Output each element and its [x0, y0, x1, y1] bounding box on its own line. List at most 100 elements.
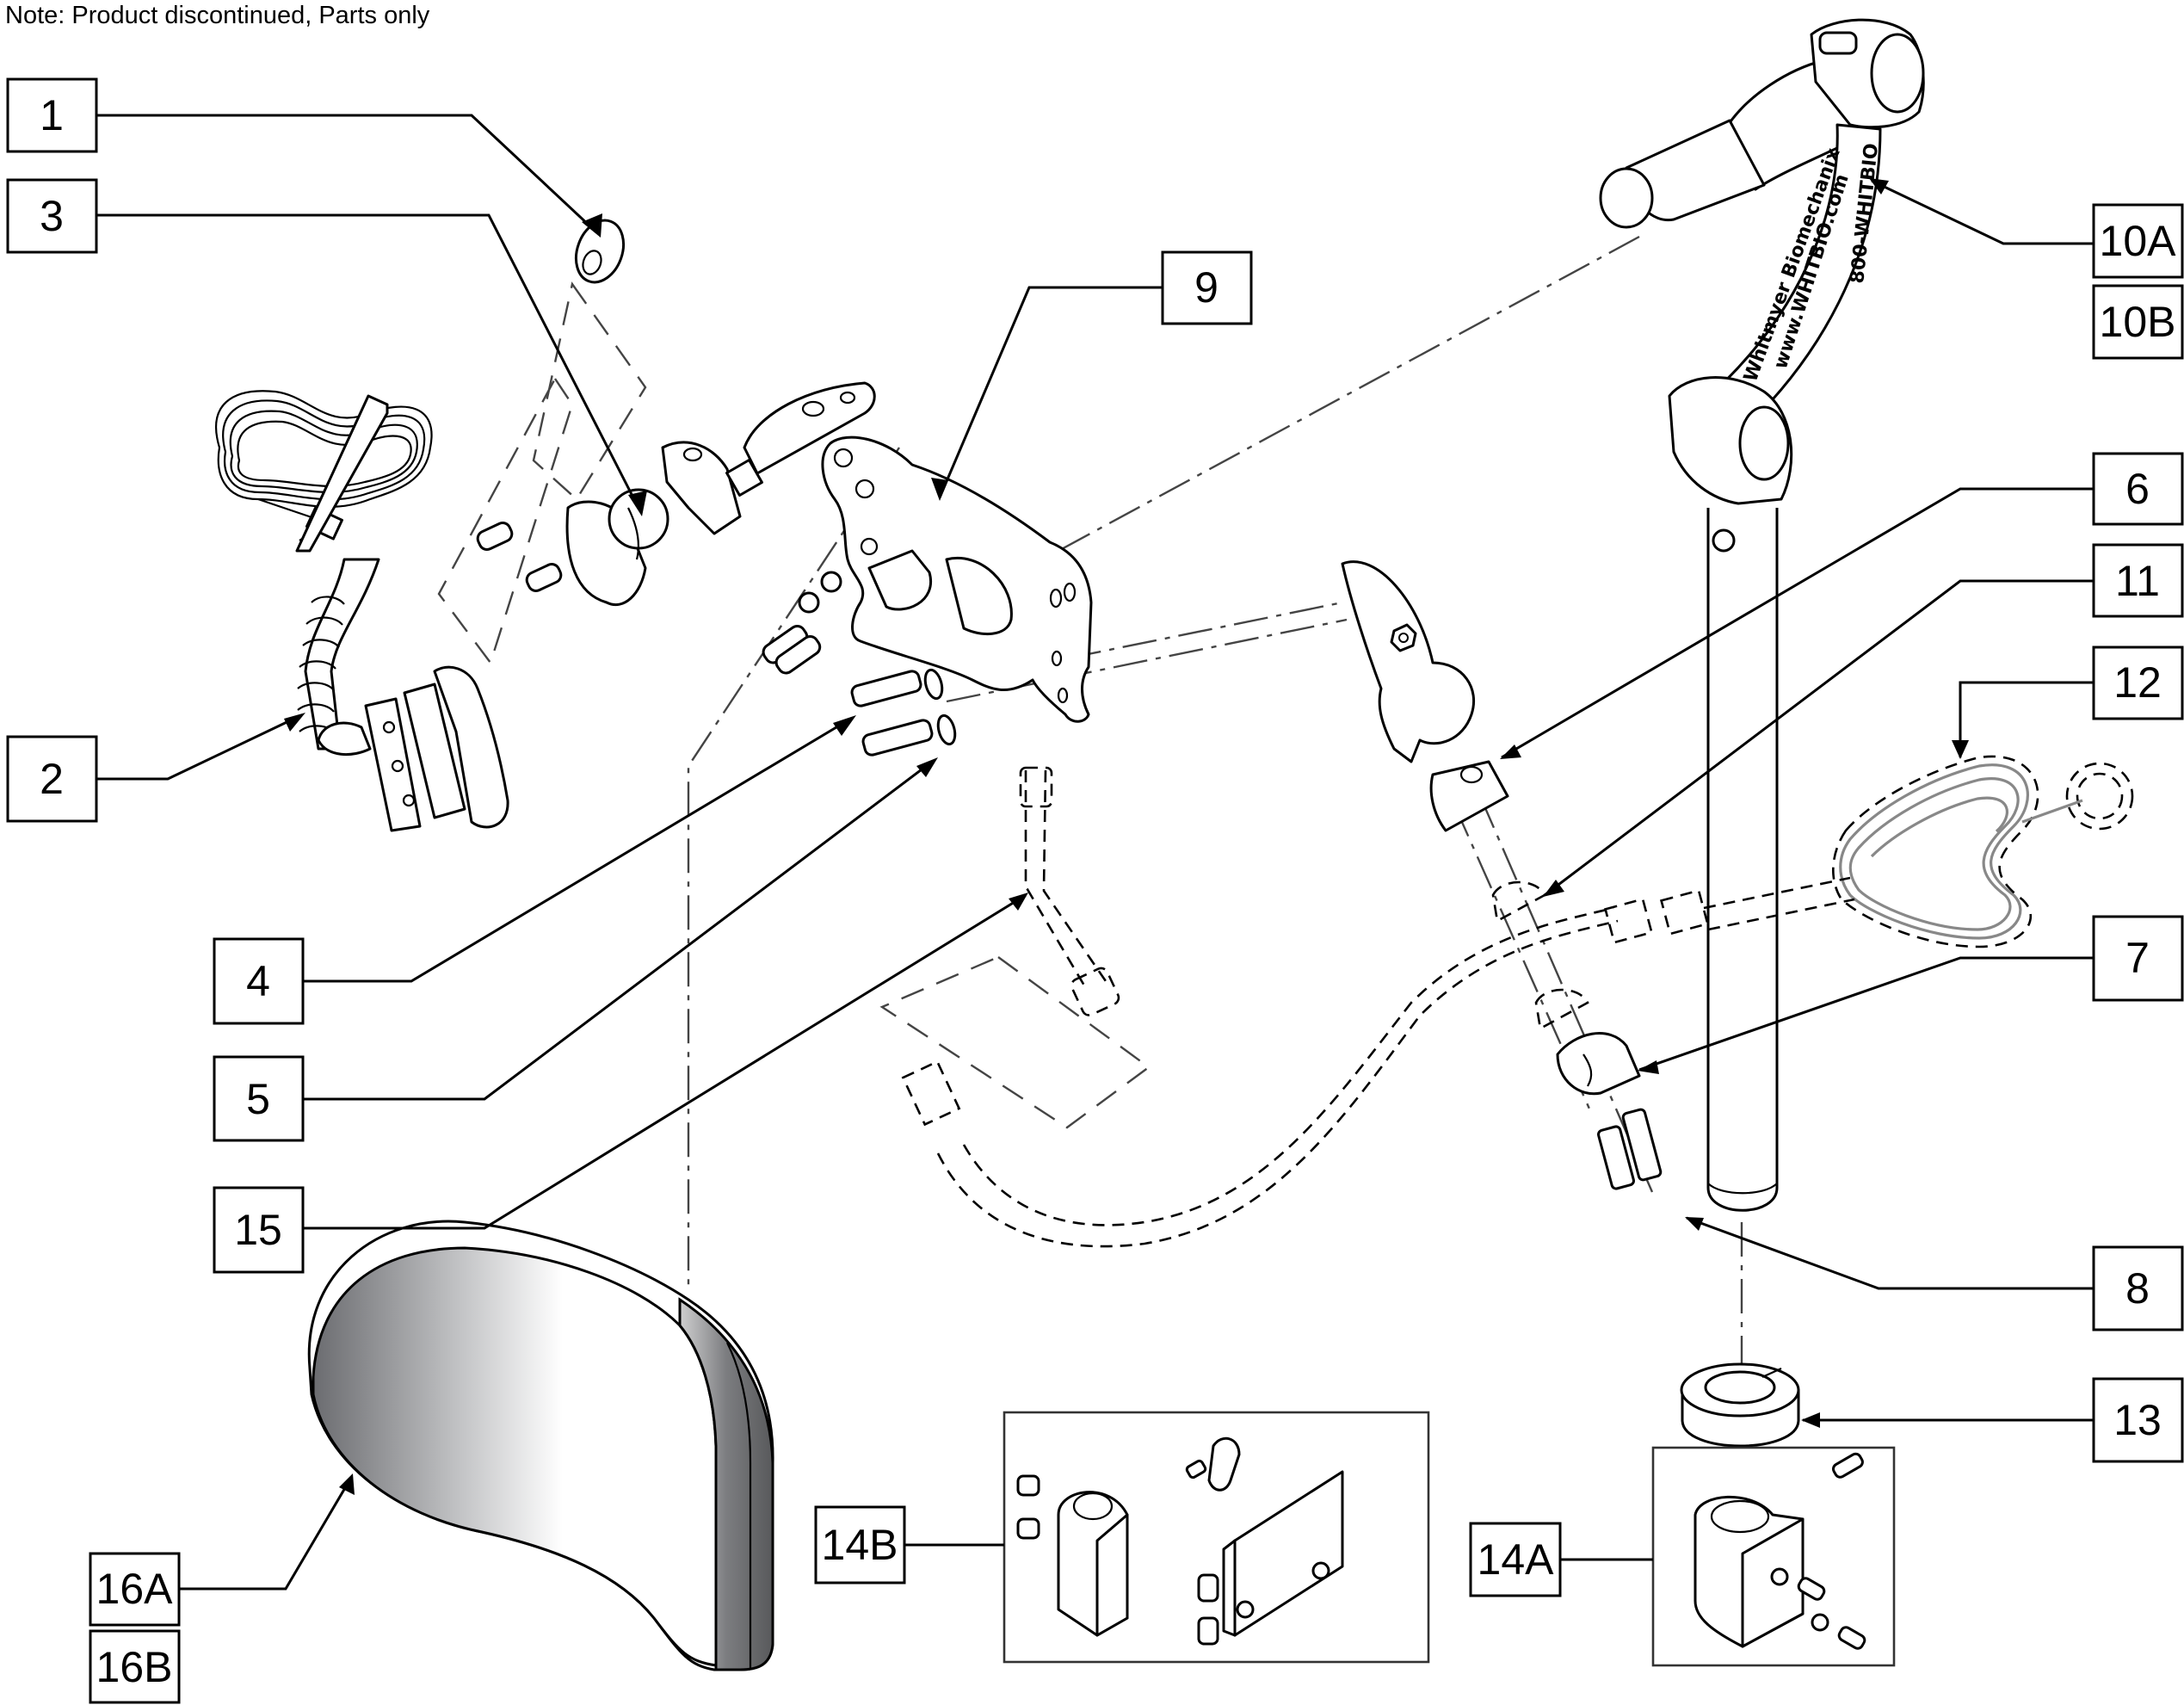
center-line-clamp-b: [1478, 795, 1654, 1193]
part-11-spacer: [1491, 880, 1546, 924]
callout-5[interactable]: 5: [213, 1055, 305, 1142]
part-9-mounting-plate: [762, 436, 1093, 723]
part-15-short-cable: [1019, 766, 1120, 1016]
callout-8[interactable]: 8: [2092, 1245, 2184, 1331]
bolt-5: [861, 719, 934, 757]
socket-head-screws-icon: [762, 571, 842, 675]
callout-9[interactable]: 9: [1161, 250, 1253, 325]
leader-11: [1544, 579, 2094, 897]
leader-1: [96, 114, 594, 230]
leader-10a: [1871, 179, 2094, 245]
part-8-screws: [1597, 1108, 1663, 1190]
callout-label-2: 2: [40, 755, 64, 803]
callout-7[interactable]: 7: [2092, 915, 2184, 1002]
callout-2[interactable]: 2: [6, 735, 98, 823]
set-screw-icon: [476, 522, 563, 592]
callout-14a[interactable]: 14A: [1469, 1522, 1562, 1597]
clamp-assembly: [1341, 560, 1663, 1190]
leader-16a: [179, 1481, 350, 1591]
callout-label-7: 7: [2125, 934, 2150, 982]
callout-label-13: 13: [2113, 1396, 2162, 1444]
callout-label-3: 3: [40, 192, 64, 240]
arm-lock-screw: [1818, 31, 1858, 55]
callout-16b[interactable]: 16B: [89, 1629, 181, 1704]
part-13-collar: [1680, 1362, 1800, 1467]
callout-label-4: 4: [246, 957, 270, 1005]
pad-face: [312, 1246, 718, 1667]
callout-label-14a: 14A: [1478, 1535, 1555, 1584]
washer-5: [936, 714, 957, 746]
center-line-bolt-upper: [1066, 601, 1343, 660]
callout-label-8: 8: [2125, 1264, 2150, 1313]
part-3-ball-clamp: [476, 441, 742, 607]
leader-4: [303, 718, 850, 983]
leader-2: [96, 714, 300, 781]
discontinued-note: Note: Product discontinued, Parts only: [5, 2, 430, 29]
callout-label-10b: 10B: [2100, 298, 2176, 346]
hidden-extension-cable: [901, 906, 1619, 1248]
parts-4-5-bolts: [850, 668, 957, 757]
callout-15[interactable]: 15: [213, 1186, 305, 1274]
part-14a-inset: [1651, 1446, 1896, 1667]
leader-6: [1501, 487, 2094, 759]
leader-3: [96, 213, 640, 509]
callout-10b[interactable]: 10B: [2092, 284, 2184, 360]
callout-6[interactable]: 6: [2092, 452, 2184, 526]
callout-label-16a: 16A: [96, 1565, 174, 1613]
part-11-spacer-lower: [1534, 988, 1589, 1031]
center-lines: [687, 235, 1743, 1549]
vertical-pole: [1706, 508, 1779, 1212]
callout-label-1: 1: [40, 91, 64, 139]
part-12-coiled-cable: [1603, 755, 2134, 948]
group-frames: [437, 281, 1151, 1129]
switch-pad: [317, 665, 509, 832]
callout-3[interactable]: 3: [6, 178, 98, 254]
part-2-switch-cable: [215, 390, 509, 832]
callout-4[interactable]: 4: [213, 937, 305, 1025]
washer-4: [923, 668, 944, 701]
callout-boxes: 1 3 2 4 5 15 9 10A: [6, 77, 2184, 1704]
leader-15: [303, 893, 1027, 1230]
callout-label-15: 15: [234, 1206, 282, 1254]
leader-5: [303, 760, 933, 1101]
leader-8: [1686, 1216, 2094, 1290]
callout-10a[interactable]: 10A: [2092, 203, 2184, 279]
hardware-bracket: [725, 381, 876, 497]
callout-label-16b: 16B: [96, 1643, 173, 1691]
callout-11[interactable]: 11: [2092, 543, 2184, 618]
callout-13[interactable]: 13: [2092, 1377, 2184, 1463]
callout-label-5: 5: [246, 1075, 270, 1123]
frame-part-3: [437, 376, 574, 665]
bolt-4: [850, 670, 922, 707]
part-10-arm: Whitmyer Biomechanix www.WHITBIO.com 800…: [1599, 18, 1925, 1212]
spiral-wrap: [297, 596, 345, 734]
cable-rod: [295, 394, 389, 553]
frame-part-15: [879, 955, 1151, 1129]
clamp-jaw: [1341, 560, 1476, 763]
part-7-clamp-shoe: [1556, 1032, 1641, 1096]
callout-label-11: 11: [2115, 557, 2160, 605]
callout-label-10a: 10A: [2100, 217, 2177, 265]
callout-14b[interactable]: 14B: [814, 1505, 906, 1585]
callout-label-14b: 14B: [822, 1521, 898, 1569]
center-line-pad: [687, 447, 901, 1291]
part-1-end-cap: [574, 219, 626, 284]
frame-part-1: [532, 281, 647, 501]
leader-12: [1959, 681, 2094, 757]
leader-lines: [96, 114, 2094, 1591]
ball-joint: [1599, 167, 1654, 229]
callout-12[interactable]: 12: [2092, 646, 2184, 720]
part-6-collar: [1429, 760, 1509, 832]
leader-9: [938, 286, 1163, 498]
part-14b-inset: [1003, 1411, 1430, 1664]
callout-1[interactable]: 1: [6, 77, 98, 153]
pole-clamp-cap: [1738, 405, 1790, 481]
leader-7: [1638, 956, 2094, 1072]
cable-tube: [304, 558, 380, 751]
part-16-headrest-pad: [307, 1220, 774, 1671]
callout-label-9: 9: [1194, 263, 1218, 312]
callout-label-6: 6: [2125, 465, 2150, 513]
callout-label-12: 12: [2113, 658, 2162, 707]
callout-16a[interactable]: 16A: [89, 1552, 181, 1627]
